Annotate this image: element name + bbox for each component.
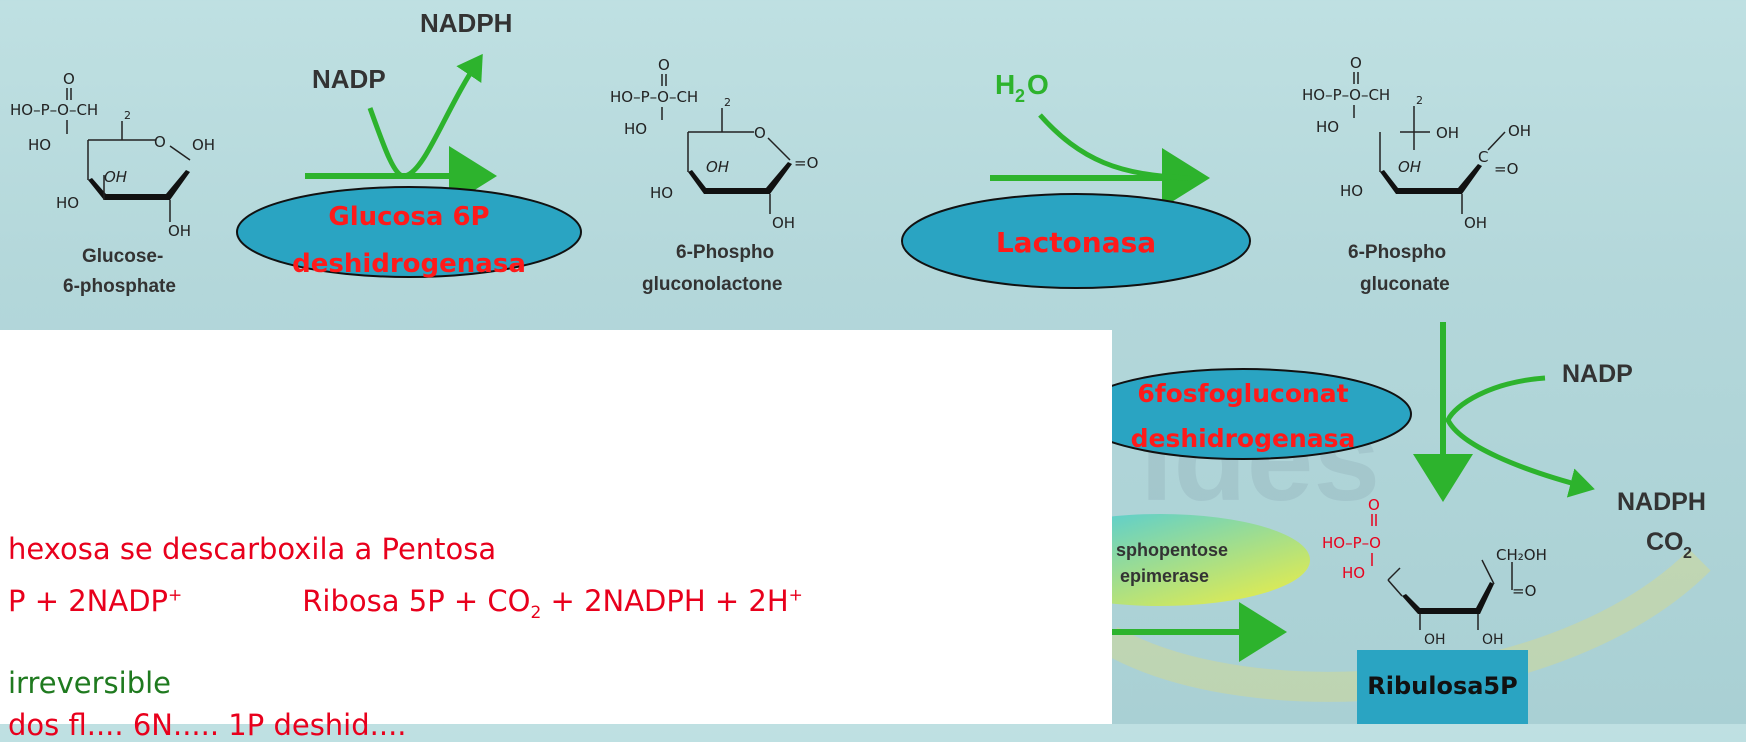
ribulosa-5p-label: Ribulosa5P bbox=[1357, 650, 1528, 724]
svg-text:=O: =O bbox=[794, 154, 818, 172]
phosphogluconolactone-structure: O HO–P–O–CH 2 HO O =O OH HO OH 6-Phospho… bbox=[610, 56, 818, 295]
svg-text:2: 2 bbox=[1416, 94, 1423, 107]
text-line-4: dos fl.... 6N..... 1P deshid.... bbox=[8, 708, 407, 742]
equation-right-a: Ribosa 5P + CO bbox=[302, 584, 531, 618]
svg-text:HO: HO bbox=[1340, 182, 1363, 200]
nadp-label: NADP bbox=[312, 64, 386, 94]
svg-text:=O: =O bbox=[1512, 582, 1536, 600]
svg-text:2: 2 bbox=[1683, 545, 1692, 562]
reaction-2-arrows bbox=[990, 113, 1210, 208]
svg-text:HO–P–O–CH: HO–P–O–CH bbox=[610, 88, 698, 106]
phosphogluconate-label-2: gluconate bbox=[1360, 274, 1450, 295]
svg-text:H: H bbox=[995, 69, 1015, 100]
svg-text:C: C bbox=[1478, 148, 1488, 166]
svg-text:HO–P–O: HO–P–O bbox=[1322, 534, 1381, 552]
svg-text:O: O bbox=[754, 124, 766, 142]
svg-text:OH: OH bbox=[1508, 122, 1531, 140]
ribulose-5-phosphate-structure: O HO–P–O HO CH₂OH =O OH OH bbox=[1322, 496, 1547, 648]
text-line-1: hexosa se descarboxila a Pentosa bbox=[8, 532, 497, 566]
atom-oh-2: OH bbox=[104, 168, 127, 186]
svg-text:OH: OH bbox=[772, 214, 795, 232]
svg-text:OH: OH bbox=[1398, 158, 1421, 176]
phosphogluconate-label-1: 6-Phospho bbox=[1348, 242, 1446, 263]
nadph-top-label: NADPH bbox=[420, 8, 512, 38]
glucose-6-phosphate-label-2: 6-phosphate bbox=[63, 276, 176, 297]
text-line-3: irreversible bbox=[8, 666, 171, 700]
atom-o: O bbox=[63, 70, 75, 88]
water-label: H 2 O bbox=[995, 69, 1049, 106]
enzyme-3-line-2: deshidrogenasa bbox=[1131, 424, 1356, 453]
glucose-6-phosphate-structure: O HO–P–O–CH 2 HO O OH OH HO OH Glucose- … bbox=[10, 70, 215, 297]
co2-label: CO 2 bbox=[1646, 528, 1692, 562]
enzyme-1-line-1: Glucosa 6P bbox=[328, 202, 489, 232]
atom-oh-3: OH bbox=[168, 222, 191, 240]
phosphogluconolactone-label-2: gluconolactone bbox=[642, 274, 782, 295]
svg-text:HO: HO bbox=[650, 184, 673, 202]
atom-oh: OH bbox=[192, 136, 215, 154]
phosphogluconate-structure: O HO–P–O–CH 2 HO OH OH C =O OH HO OH 6-P… bbox=[1302, 54, 1531, 295]
svg-text:HO: HO bbox=[1342, 564, 1365, 582]
equation-right-b: + 2NADPH + 2H bbox=[541, 584, 789, 618]
atom-sub: 2 bbox=[124, 109, 131, 122]
svg-text:O: O bbox=[1350, 54, 1362, 72]
svg-text:CO: CO bbox=[1646, 528, 1684, 556]
svg-text:2: 2 bbox=[1015, 86, 1025, 106]
svg-text:O: O bbox=[1027, 69, 1049, 100]
atom-phosphate: HO–P–O–CH bbox=[10, 101, 98, 119]
nadph-2-label: NADPH bbox=[1617, 488, 1706, 516]
svg-text:OH: OH bbox=[706, 158, 729, 176]
enzyme-1-line-2: deshidrogenasa bbox=[292, 249, 526, 279]
nadp-2-label: NADP bbox=[1562, 360, 1633, 388]
svg-text:HO–P–O–CH: HO–P–O–CH bbox=[1302, 86, 1390, 104]
svg-text:2: 2 bbox=[724, 96, 731, 109]
enzyme-3-line-1: 6fosfogluconat bbox=[1137, 379, 1348, 408]
atom-ring-o: O bbox=[154, 133, 166, 151]
text-line-2: P + 2NADP+Ribosa 5P + CO2 + 2NADPH + 2H+ bbox=[8, 584, 803, 623]
text-panel bbox=[0, 330, 1112, 724]
svg-text:HO: HO bbox=[624, 120, 647, 138]
enzyme-glucosa-6p-deshidrogenasa: Glucosa 6P deshidrogenasa bbox=[236, 186, 582, 279]
atom-ho: HO bbox=[28, 136, 51, 154]
atom-ho-2: HO bbox=[56, 194, 79, 212]
reaction-3-arrows bbox=[1413, 322, 1595, 502]
svg-text:CH₂OH: CH₂OH bbox=[1496, 546, 1547, 564]
enzyme-lactonasa: Lactonasa bbox=[901, 193, 1251, 289]
svg-text:OH: OH bbox=[1424, 632, 1446, 648]
epimerase-line-2: epimerase bbox=[1120, 566, 1209, 586]
phosphogluconolactone-label-1: 6-Phospho bbox=[676, 242, 774, 263]
svg-text:OH: OH bbox=[1464, 214, 1487, 232]
svg-text:O: O bbox=[1368, 496, 1380, 514]
reaction-1-arrows bbox=[305, 53, 497, 206]
enzyme-6fosfogluconato-deshidrogenasa: 6fosfogluconat deshidrogenasa bbox=[1074, 368, 1412, 460]
pentose-phosphate-diagram: ides O HO–P–O–CH 2 HO O OH OH HO OH Gluc… bbox=[10, 8, 1711, 702]
equation-left: P + 2NADP bbox=[8, 584, 169, 618]
svg-text:O: O bbox=[658, 56, 670, 74]
svg-text:HO: HO bbox=[1316, 118, 1339, 136]
svg-text:OH: OH bbox=[1436, 124, 1459, 142]
svg-text:OH: OH bbox=[1482, 632, 1504, 648]
svg-text:=O: =O bbox=[1494, 160, 1518, 178]
epimerase-line-1: sphopentose bbox=[1116, 540, 1228, 560]
glucose-6-phosphate-label-1: Glucose- bbox=[82, 246, 163, 267]
enzyme-2-label: Lactonasa bbox=[996, 226, 1156, 259]
